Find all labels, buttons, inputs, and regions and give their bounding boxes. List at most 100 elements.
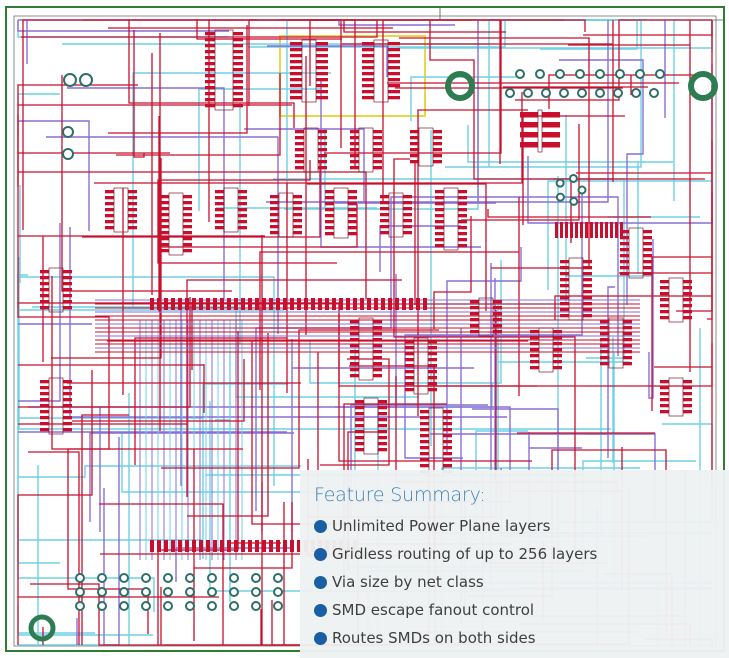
ic-u1-pad xyxy=(205,68,215,72)
ic-u23-outline xyxy=(413,337,429,395)
connector-pin xyxy=(163,573,173,583)
ic-u13-pad xyxy=(373,166,382,170)
red-trace xyxy=(548,20,713,109)
ic-u16-pad xyxy=(600,332,609,336)
connector-pin xyxy=(97,587,107,597)
mounting-hole-bottom-left xyxy=(28,614,56,642)
ic-u16-pad xyxy=(623,362,632,366)
ic-u7-pad xyxy=(238,226,247,230)
ic-u11-pad xyxy=(458,220,467,224)
smd-pad-row xyxy=(178,298,182,310)
ic-u14-pad xyxy=(433,136,442,140)
ic-u13-pad xyxy=(373,142,382,146)
ic-u21-pad xyxy=(683,404,692,408)
ic-u25-pad xyxy=(530,354,539,358)
ic-u8-pad xyxy=(270,231,279,235)
ic-u19-pad xyxy=(40,380,49,384)
smd-pad-row xyxy=(595,222,598,238)
ic-u3-pad xyxy=(362,60,374,64)
ic-u22-pad xyxy=(373,368,382,372)
smd-pad-row xyxy=(199,298,203,310)
ic-u17-pad xyxy=(620,230,629,234)
ic-u16-pad xyxy=(623,320,632,324)
smd-pad-row xyxy=(220,540,224,552)
ic-u16-pad xyxy=(623,326,632,330)
ic-u24-outline xyxy=(478,297,494,337)
ic-u6-pad xyxy=(183,231,192,235)
ic-u14-pad xyxy=(433,154,442,158)
smd-pads-layer xyxy=(40,29,692,552)
ic-u24-pad xyxy=(493,312,502,316)
ic-u6-pad xyxy=(160,207,169,211)
red-trace xyxy=(248,19,257,106)
ic-u27-pad xyxy=(443,446,452,450)
ic-u22-pad xyxy=(350,374,359,378)
smd-pad-row xyxy=(318,298,322,310)
red-trace xyxy=(654,343,713,486)
ic-u17-pad xyxy=(643,254,652,258)
connector-pin xyxy=(559,88,569,98)
connector-pin xyxy=(575,69,585,79)
ic-u6-pad xyxy=(183,207,192,211)
ic-u22-pad xyxy=(350,338,359,342)
ic-u13-pad xyxy=(350,142,359,146)
feature-label: SMD escape fanout control xyxy=(332,601,535,619)
red-trace xyxy=(619,141,713,320)
red-trace xyxy=(576,85,713,312)
ic-u6-pad xyxy=(160,213,169,217)
smd-pad-row xyxy=(311,298,315,310)
mounting-hole-top-center xyxy=(445,71,475,101)
ic-u20-pad xyxy=(660,304,669,308)
connector-pin xyxy=(535,69,545,79)
ic-u8-pad xyxy=(293,219,302,223)
ic-u12-pad xyxy=(295,166,304,170)
ic-u12-pad xyxy=(318,142,327,146)
connector-pin xyxy=(515,69,525,79)
ic-u27-pad xyxy=(420,434,429,438)
ic-u2-pad xyxy=(290,96,302,100)
ic-u18-outline xyxy=(48,267,64,313)
connector-pin xyxy=(79,73,93,87)
ic-u15-pad xyxy=(583,290,592,294)
purple-trace xyxy=(18,19,455,26)
ic-u6-pad xyxy=(183,201,192,205)
ic-u23-pad xyxy=(428,358,437,362)
ic-u5-pad xyxy=(128,226,137,230)
ic-u15-pad xyxy=(560,266,569,270)
connector-pin xyxy=(97,573,107,583)
feature-label: Via size by net class xyxy=(332,573,484,591)
ic-u8-pad xyxy=(270,195,279,199)
ic-u20-pad xyxy=(660,310,669,314)
red-trace xyxy=(18,171,367,299)
ic-u25-pad xyxy=(553,366,562,370)
ic-u25-pad xyxy=(530,366,539,370)
purple-trace xyxy=(67,87,225,299)
smd-pad-row xyxy=(199,540,203,552)
ic-u13-pad xyxy=(350,154,359,158)
ic-u15-pad xyxy=(583,302,592,306)
ic-u12-pad xyxy=(318,166,327,170)
ic-u2-pad xyxy=(290,42,302,46)
ic-u20-pad xyxy=(683,310,692,314)
ic-u26-pad xyxy=(378,424,387,428)
ic-u14-pad xyxy=(433,148,442,152)
ic-u3-pad xyxy=(388,48,400,52)
ic-u3-pad xyxy=(362,42,374,46)
mounting-hole-top-right xyxy=(688,71,718,101)
ic-u5-pad xyxy=(128,214,137,218)
ic-u1-pad xyxy=(233,44,243,48)
ic-u10-pad xyxy=(403,213,412,217)
ic-u25-outline xyxy=(538,327,554,373)
red-trace xyxy=(18,364,205,413)
ic-u19-pad xyxy=(40,416,49,420)
ic-u2-pad xyxy=(290,78,302,82)
ic-u15-pad xyxy=(583,314,592,318)
ic-u8-pad xyxy=(270,201,279,205)
ic-u11-pad xyxy=(435,238,444,242)
ic-u15-outline xyxy=(568,257,584,321)
smd-pad-row xyxy=(388,298,392,310)
ic-u20-pad xyxy=(660,280,669,284)
ic-u17-pad xyxy=(620,272,629,276)
cyan-trace xyxy=(17,93,60,136)
red-trace xyxy=(343,20,506,33)
